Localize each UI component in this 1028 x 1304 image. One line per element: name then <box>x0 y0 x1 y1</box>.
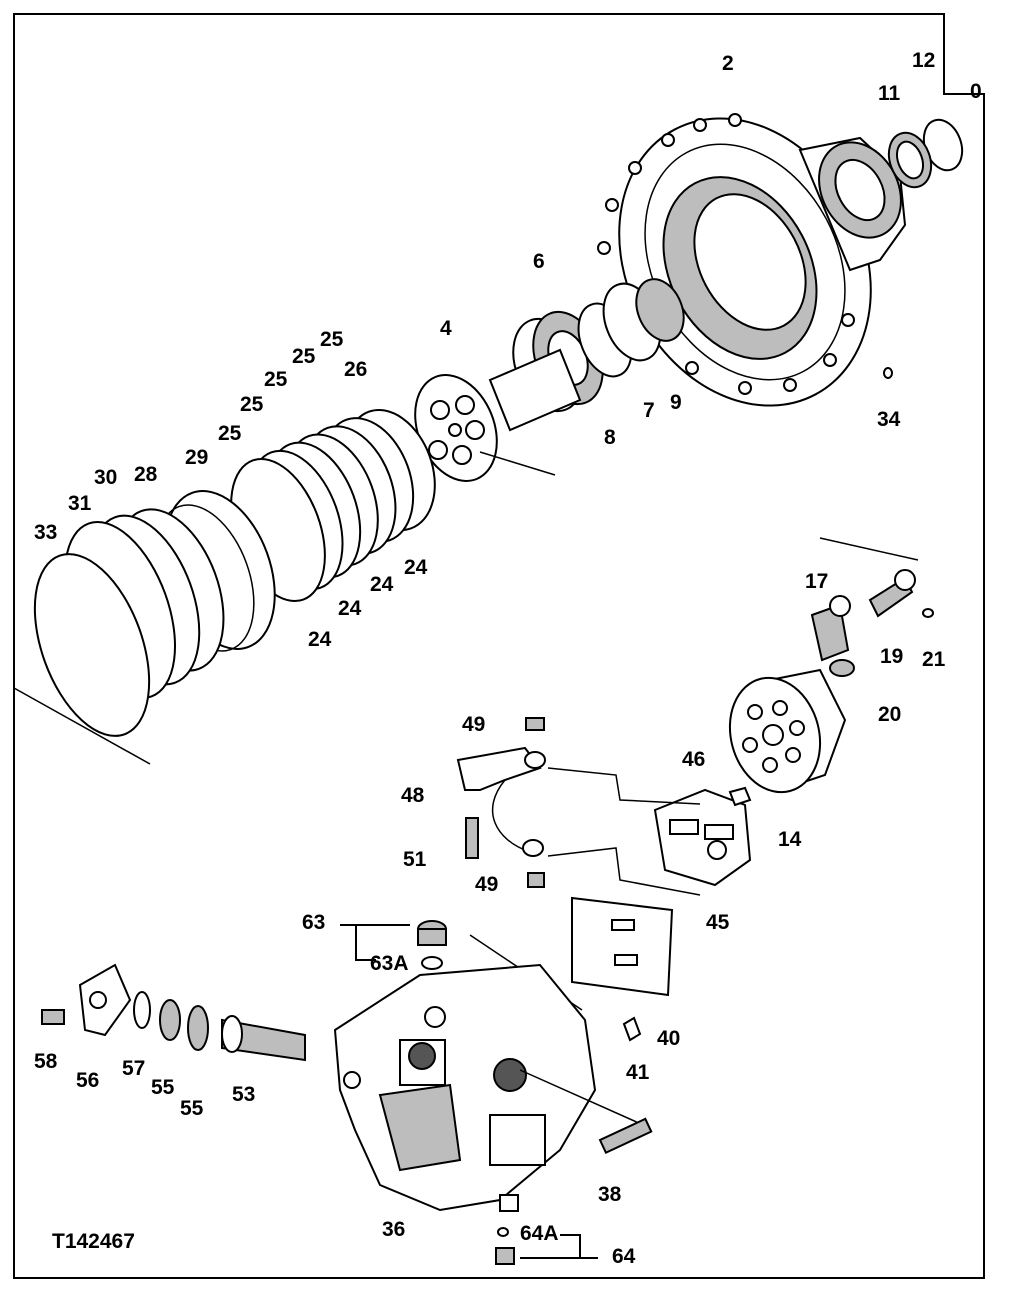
callout-11: 11 <box>878 82 901 105</box>
callout-63: 63 <box>302 911 325 934</box>
callout-64: 64 <box>612 1245 636 1268</box>
callout-25-e: 25 <box>320 328 344 351</box>
callout-28: 28 <box>134 463 158 486</box>
callout-19: 19 <box>880 645 903 668</box>
callout-46: 46 <box>682 748 705 771</box>
figure-id: T142467 <box>52 1230 135 1253</box>
diagram-frame <box>13 13 985 1279</box>
callout-6: 6 <box>533 250 545 273</box>
callout-40: 40 <box>657 1027 680 1050</box>
callout-7: 7 <box>643 399 655 422</box>
callout-25-c: 25 <box>264 368 288 391</box>
callout-25-d: 25 <box>292 345 316 368</box>
callout-33: 33 <box>34 521 57 544</box>
friction-disc-pack <box>230 408 436 603</box>
callout-24-a: 24 <box>404 556 428 579</box>
callout-63a: 63A <box>370 952 409 975</box>
callout-17: 17 <box>805 570 828 593</box>
callout-26: 26 <box>344 358 367 381</box>
callout-49-b: 49 <box>475 873 498 896</box>
callout-24-b: 24 <box>370 573 394 596</box>
callout-36: 36 <box>382 1218 405 1241</box>
callout-49-a: 49 <box>462 713 485 736</box>
cover-plate-part <box>571 896 674 997</box>
callout-12: 12 <box>912 49 935 72</box>
callout-24-c: 24 <box>338 597 362 620</box>
callout-30: 30 <box>94 466 117 489</box>
callout-2: 2 <box>722 52 734 75</box>
cylinder-block-part <box>414 348 582 482</box>
callout-34: 34 <box>877 408 901 431</box>
callout-45: 45 <box>706 911 730 934</box>
callout-25-a: 25 <box>218 422 242 445</box>
callout-57: 57 <box>122 1057 145 1080</box>
brake-valve-part <box>653 788 752 887</box>
callout-9: 9 <box>670 391 682 414</box>
callout-24-d: 24 <box>308 628 332 651</box>
callout-8: 8 <box>604 426 616 449</box>
callout-0: 0 <box>970 80 982 103</box>
o-ring-part <box>33 553 151 737</box>
lever-part <box>456 746 546 857</box>
callout-21: 21 <box>922 648 946 671</box>
motor-body-part <box>333 963 597 1212</box>
callout-53: 53 <box>232 1083 255 1106</box>
callout-29: 29 <box>185 446 208 469</box>
callout-64a: 64A <box>520 1222 559 1245</box>
callout-55-b: 55 <box>180 1097 204 1120</box>
callout-48: 48 <box>401 784 425 807</box>
callout-51: 51 <box>403 848 427 871</box>
callout-4: 4 <box>440 317 452 340</box>
callout-14: 14 <box>778 828 802 851</box>
valve-plate-part <box>728 668 847 794</box>
callout-56: 56 <box>76 1069 99 1092</box>
callout-58: 58 <box>34 1050 58 1073</box>
callout-20: 20 <box>878 703 901 726</box>
housing-part <box>597 113 907 407</box>
callout-55-a: 55 <box>151 1076 175 1099</box>
callout-41: 41 <box>626 1061 650 1084</box>
callout-38: 38 <box>598 1183 622 1206</box>
callout-25-b: 25 <box>240 393 264 416</box>
callout-31: 31 <box>68 492 92 515</box>
